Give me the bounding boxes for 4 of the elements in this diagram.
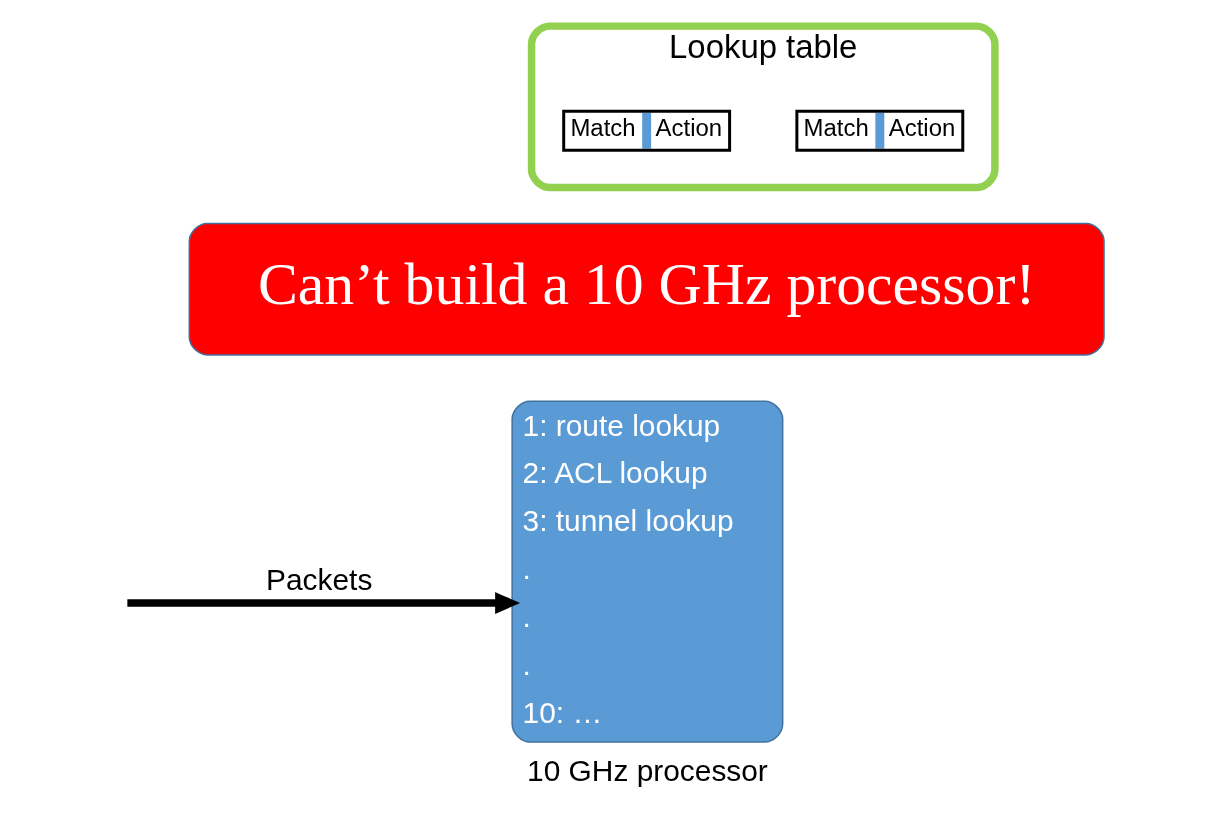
node-box: Can’t build a 10 GHz processor! [188,222,1105,356]
edge-label: Packets [265,562,372,596]
arrow [126,592,520,614]
node-label: 10 GHz processor [526,753,768,787]
